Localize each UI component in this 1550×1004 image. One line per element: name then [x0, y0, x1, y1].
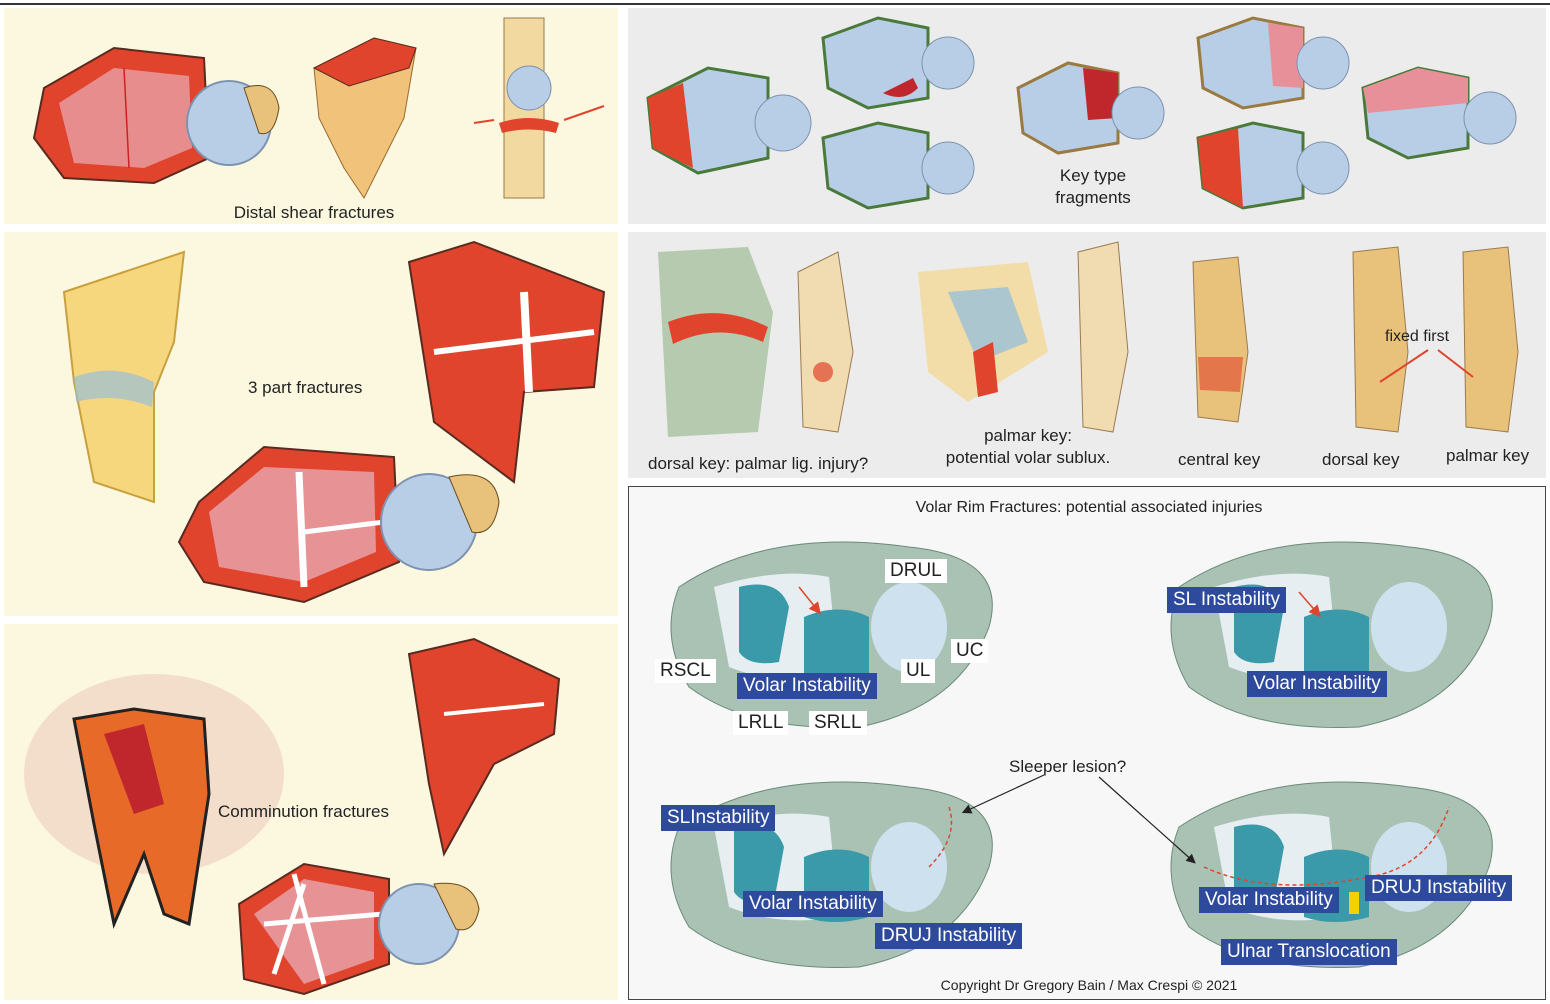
wrist-fragment-4 [1018, 63, 1164, 153]
wrist-fragment-6 [1198, 123, 1349, 208]
three-part-illustration [4, 232, 618, 616]
panel-key-type: Key type fragments [628, 8, 1546, 224]
ligament-rscl: RSCL [655, 659, 716, 683]
distal-shear-illustration [4, 8, 618, 224]
wrist-fragment-5 [1198, 18, 1349, 108]
palmar-key-label-line1: palmar key: [928, 426, 1128, 446]
panel-key-types-row: fixed first dorsal key: palmar lig. inju… [628, 232, 1546, 478]
volar-rim-title: Volar Rim Fractures: potential associate… [859, 499, 1319, 517]
tag-druj-instability-2: DRUJ Instability [1365, 875, 1512, 901]
three-part-caption: 3 part fractures [248, 378, 362, 398]
tag-druj-instability-1: DRUJ Instability [875, 923, 1022, 949]
palmar-key-label-line2: potential volar sublux. [928, 448, 1128, 468]
tag-volar-instability-4: Volar Instability [1199, 887, 1339, 913]
tag-volar-instability-2: Volar Instability [1247, 671, 1387, 697]
palmar-key-label: palmar key [1446, 446, 1529, 466]
ligament-uc: UC [951, 639, 988, 663]
panel-distal-shear: Distal shear fractures [4, 8, 618, 224]
key-type-caption-line2: fragments [1028, 188, 1158, 208]
comminution-caption: Comminution fractures [218, 802, 389, 822]
wrist-fragment-3 [823, 123, 974, 208]
tag-ulnar-translocation: Ulnar Translocation [1221, 939, 1397, 965]
tag-slinstability: SLInstability [661, 805, 775, 831]
wrist-fragment-7 [1363, 68, 1516, 158]
distal-shear-caption: Distal shear fractures [204, 203, 424, 223]
wrist-fragment-1 [648, 68, 811, 173]
central-key-label: central key [1178, 450, 1260, 470]
ligament-srll: SRLL [809, 711, 867, 735]
ligament-lrll: LRLL [733, 711, 788, 735]
wrist-diagram-top-right [1171, 542, 1492, 728]
dorsal-key-label: dorsal key [1322, 450, 1399, 470]
sleeper-lesion-label: Sleeper lesion? [1009, 757, 1126, 777]
copyright-text: Copyright Dr Gregory Bain / Max Crespi ©… [859, 977, 1319, 993]
panel-comminution: Comminution fractures [4, 624, 618, 1000]
dorsal-key-palmar-label: dorsal key: palmar lig. injury? [648, 454, 868, 474]
ligament-ul: UL [901, 659, 935, 683]
tag-volar-instability-1: Volar Instability [737, 673, 877, 699]
wrist-fragment-2 [823, 18, 974, 108]
panel-three-part: 3 part fractures [4, 232, 618, 616]
tag-volar-instability-3: Volar Instability [743, 891, 883, 917]
key-type-caption-line1: Key type [1028, 166, 1158, 186]
panel-volar-rim: Volar Rim Fractures: potential associate… [628, 486, 1546, 1000]
top-rule [0, 3, 1550, 5]
tag-sl-instability: SL Instability [1167, 587, 1286, 613]
ligament-drul: DRUL [885, 559, 947, 583]
fixed-first-label: fixed first [1385, 328, 1449, 346]
volar-rim-illustration [629, 487, 1546, 1000]
